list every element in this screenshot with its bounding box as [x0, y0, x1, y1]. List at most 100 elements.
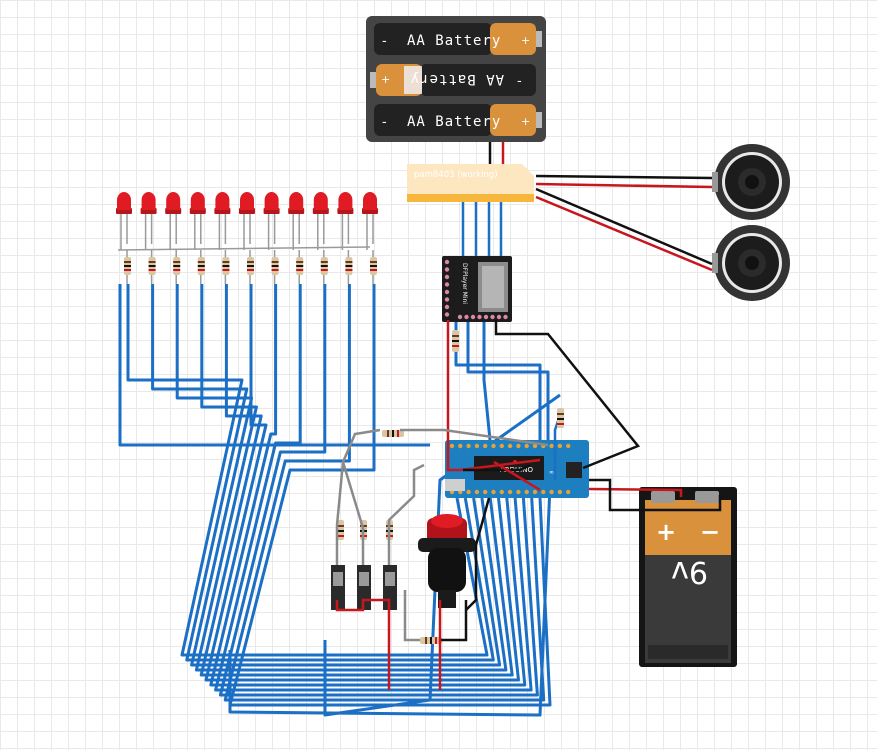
resistor-signal — [382, 430, 404, 437]
resistor-group — [124, 250, 564, 644]
led-9 — [312, 192, 329, 250]
arduino-pin-top-6 — [491, 443, 496, 449]
amplifier-label: pam8403 (working) — [414, 170, 498, 180]
dfplayer-pins — [444, 259, 508, 320]
battery-3-label: AA Battery — [407, 114, 501, 130]
led-4 — [189, 192, 206, 250]
dfplayer-pin-left-3 — [444, 274, 450, 280]
dfplayer-pin-bottom-3 — [470, 314, 476, 320]
dfplayer-pin-bottom-2 — [464, 314, 469, 320]
blue-wire-8 — [214, 284, 533, 692]
arduino-pin-bottom-10 — [524, 489, 529, 495]
arduino-pin-bottom-6 — [491, 489, 496, 495]
led-resistor-5 — [222, 250, 230, 284]
arduino-pin-top-7 — [499, 443, 504, 449]
arduino-pin-top-14 — [557, 443, 563, 449]
led-7 — [263, 192, 280, 250]
blue-wire-11 — [228, 284, 552, 707]
led-11 — [362, 192, 378, 250]
blue-wire-group — [118, 284, 561, 717]
dfplayer-pin-left-2 — [444, 267, 450, 272]
blue-wire-5 — [199, 284, 514, 677]
battery-1-plus: + — [521, 34, 530, 47]
led-resistor-2 — [148, 250, 156, 284]
resistor-button — [420, 637, 442, 644]
aa-battery-2: AA Battery - + — [370, 64, 536, 96]
arduino-pin-bottom-5 — [483, 489, 488, 495]
arduino-pin-bottom-8 — [507, 489, 513, 495]
battery-1-minus: - — [382, 34, 387, 49]
arduino-pin-top-4 — [474, 443, 480, 449]
led-5 — [214, 192, 231, 250]
arduino-pin-top-11 — [532, 443, 538, 449]
battery-9v-plus: + — [656, 518, 676, 546]
led-2 — [140, 192, 157, 250]
led-resistor-4 — [197, 250, 205, 284]
blue-wire-2 — [151, 284, 495, 662]
led-6 — [239, 192, 255, 250]
arduino-pin-top-5 — [483, 443, 488, 449]
arduino-pin-top-10 — [524, 443, 529, 449]
arduino-pin-top-2 — [458, 443, 463, 449]
battery-3-minus: - — [382, 115, 387, 130]
arduino-pin-bottom-12 — [541, 489, 546, 495]
dfplayer-pin-left-7 — [444, 304, 450, 310]
pam8403-amplifier: pam8403 (working) — [407, 164, 534, 202]
arduino-pin-bottom-15 — [566, 489, 571, 495]
led-10 — [337, 192, 354, 250]
arduino-pin-top-3 — [466, 443, 471, 449]
led-ground-bus — [117, 246, 371, 251]
dfplayer-label: DFPlayer Mini — [461, 263, 468, 304]
arduino-pin-bottom-14 — [557, 489, 563, 495]
led-resistor-3 — [173, 250, 181, 284]
arduino-pin-top-15 — [566, 443, 571, 449]
battery-3-plus: + — [521, 115, 530, 128]
arduino-pin-bottom-9 — [516, 489, 521, 495]
aa-battery-3: - AA Battery + — [374, 104, 542, 136]
arduino-pin-top-9 — [516, 443, 521, 449]
blue-wire-outer — [228, 439, 554, 717]
amp-dfplayer-wires — [461, 202, 503, 260]
arduino-pin-bottom-7 — [499, 489, 504, 495]
arduino-pin-bottom-3 — [466, 489, 471, 495]
dfplayer-pin-bottom-7 — [496, 314, 502, 320]
dfplayer-pin-bottom-6 — [490, 314, 495, 320]
dfplayer-pin-left-4 — [444, 282, 450, 287]
dfplayer-pin-left-6 — [444, 297, 450, 302]
led-3 — [165, 192, 182, 250]
aa-battery-pack: - AA Battery + AA Battery - + - AA Batte… — [366, 16, 546, 142]
switch-wires — [335, 428, 549, 690]
arduino-pin-bottom-4 — [474, 489, 480, 495]
arduino-pin-bottom-13 — [549, 489, 554, 495]
battery-9v-voltage: 9v — [671, 554, 708, 589]
led-resistor-10 — [345, 250, 353, 284]
aa-battery-1: - AA Battery + — [374, 23, 542, 55]
battery-1-label: AA Battery — [407, 33, 501, 49]
blue-wire-dfplayer-busy — [482, 320, 492, 441]
speaker-2 — [712, 225, 790, 301]
blue-wire-9 — [218, 284, 539, 697]
dfplayer-pin-bottom-1 — [457, 314, 463, 320]
power-wires — [446, 320, 722, 512]
resistor-switch-1 — [337, 520, 344, 540]
dfplayer-pin-bottom-8 — [503, 314, 508, 320]
dfplayer-pin-bottom-5 — [483, 314, 489, 320]
battery-9v-minus: − — [700, 518, 720, 546]
blue-wire-4 — [194, 284, 508, 672]
led-row — [116, 192, 378, 251]
speaker-wires — [535, 174, 713, 272]
resistor-pullup — [557, 408, 564, 428]
battery-2-label: AA Battery — [410, 71, 504, 87]
speaker-1 — [712, 144, 790, 220]
led-resistor-1 — [124, 250, 131, 284]
arduino-pin-top-13 — [549, 443, 554, 449]
led-resistor-11 — [370, 250, 377, 284]
led-8 — [288, 192, 305, 250]
battery-9v: + − 9v — [639, 487, 737, 667]
led-resistor-9 — [320, 250, 328, 284]
blue-wire-6 — [204, 284, 520, 682]
arduino-pin-bottom-11 — [532, 489, 538, 495]
dfplayer-pin-left-1 — [444, 259, 450, 265]
resistor-dfplayer — [452, 330, 459, 352]
